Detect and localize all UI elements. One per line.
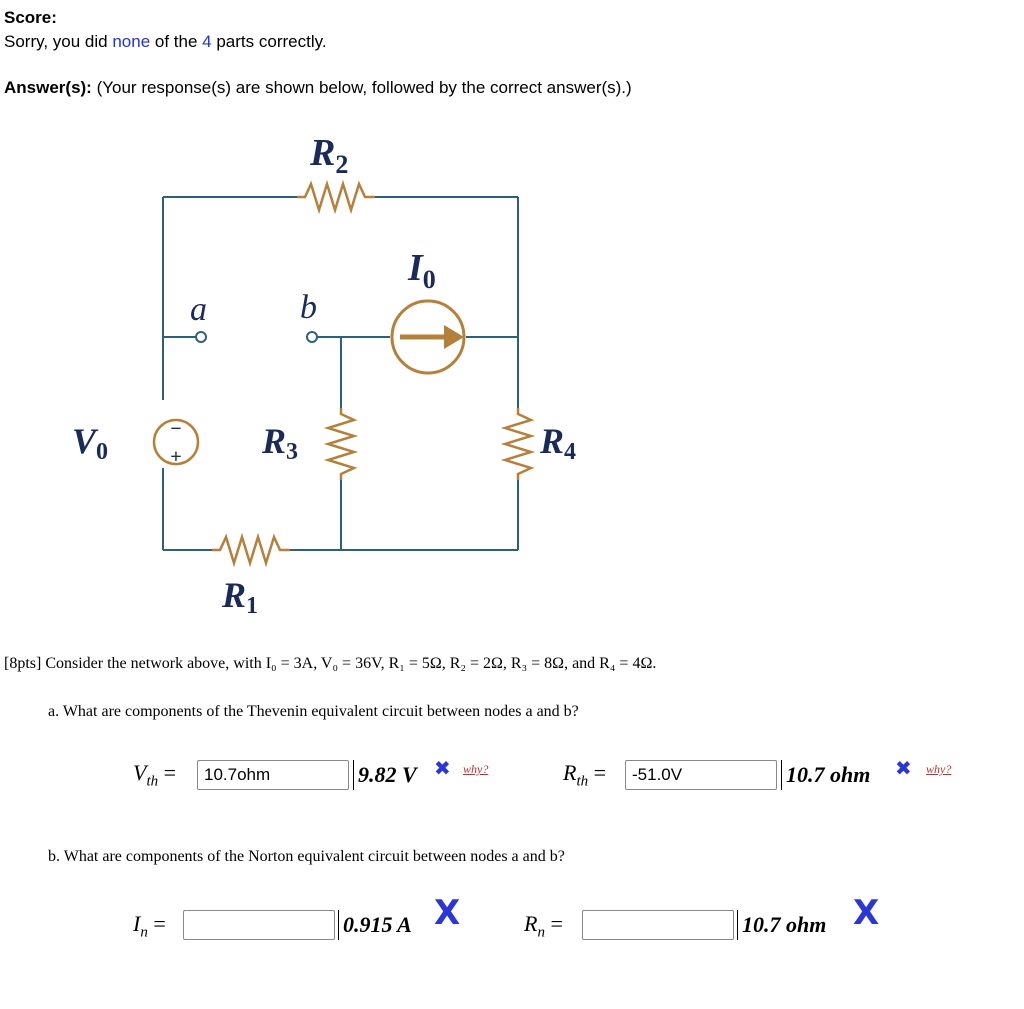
r3-label: R3 (261, 421, 298, 465)
in-correct-answer: 0.915 A (338, 910, 412, 940)
current-arrow-head-icon (444, 325, 464, 349)
rn-correct-answer: 10.7 ohm (737, 910, 826, 940)
score-mid: of the (150, 32, 203, 51)
i0-label: I0 (407, 247, 436, 294)
vth-why-link[interactable]: why? (463, 762, 489, 776)
r2-label: R2 (309, 132, 348, 179)
v0-label: V0 (72, 421, 108, 465)
node-b-label: b (300, 289, 317, 326)
rth-x-mark-icon: ✖ (895, 756, 912, 780)
circuit-wires (162, 196, 519, 551)
r1-label: R1 (221, 575, 258, 619)
terminal-a (195, 331, 207, 343)
score-label: Score: (4, 8, 57, 27)
in-label: In = (133, 911, 166, 941)
r1-resistor (212, 532, 290, 568)
in-response-field[interactable] (183, 910, 335, 940)
answers-label: Answer(s): (4, 78, 92, 97)
score-summary: Sorry, you did none of the 4 parts corre… (4, 32, 327, 52)
circuit-diagram: − + R2 I0 a b V0 R3 R4 R1 (72, 132, 576, 619)
vth-label: Vth = (133, 760, 177, 790)
score-count: 4 (202, 32, 212, 51)
in-x-mark-icon: X (434, 893, 461, 933)
part-a-question: a. What are components of the Thevenin e… (48, 703, 579, 720)
problem-statement: [8pts] Consider the network above, with … (4, 655, 657, 672)
r4-label: R4 (539, 421, 576, 465)
terminal-b (306, 331, 318, 343)
source-plus: + (170, 446, 181, 468)
answers-note: (Your response(s) are shown below, follo… (91, 78, 632, 97)
rn-x-mark-icon: X (853, 893, 880, 933)
rn-response-field[interactable] (582, 910, 734, 940)
answers-header: Answer(s): (Your response(s) are shown b… (4, 78, 632, 98)
rth-response-field[interactable]: -51.0V (625, 760, 777, 790)
rth-label: Rth = (563, 760, 607, 790)
score-none: none (112, 32, 151, 51)
rth-why-link[interactable]: why? (926, 762, 952, 776)
vth-response-field[interactable]: 10.7ohm (197, 760, 349, 790)
score-suffix: parts correctly. (211, 32, 327, 51)
score-prefix: Sorry, you did (4, 32, 113, 51)
r3-resistor (323, 408, 359, 480)
rth-correct-answer: 10.7 ohm (781, 760, 870, 790)
rn-label: Rn = (524, 911, 563, 941)
source-minus: − (170, 418, 181, 440)
node-a-label: a (190, 291, 207, 328)
voltage-source-icon (152, 418, 200, 466)
r4-resistor (500, 408, 536, 480)
r2-resistor (297, 179, 375, 215)
part-b-question: b. What are components of the Norton equ… (48, 848, 565, 865)
vth-x-mark-icon: ✖ (434, 756, 451, 780)
vth-correct-answer: 9.82 V (353, 760, 417, 790)
